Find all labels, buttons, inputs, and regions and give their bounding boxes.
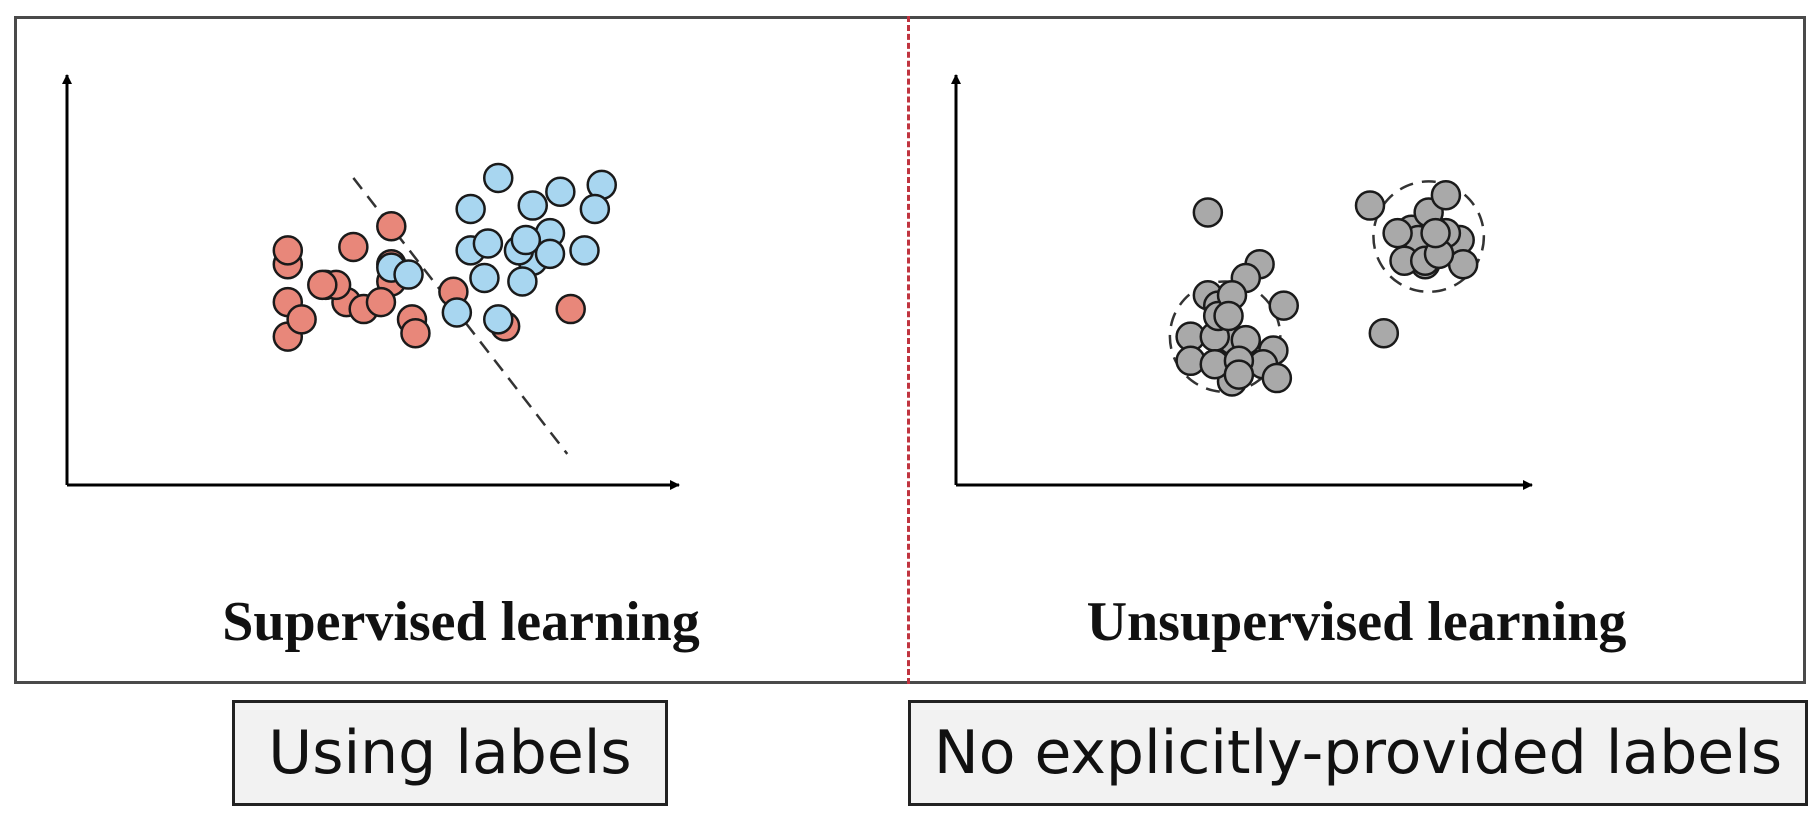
unlabeled-point: [1268, 290, 1299, 321]
no-labels-box: No explicitly-provided labels: [908, 700, 1808, 806]
class-a-point: [555, 293, 586, 325]
class-b-point: [483, 304, 514, 335]
supervised-panel: [62, 74, 680, 490]
class-b-point: [510, 224, 542, 256]
class-a-point: [376, 211, 407, 242]
class-a-point: [365, 286, 397, 318]
using-labels-box: Using labels: [232, 700, 668, 806]
unlabeled-point: [1192, 197, 1224, 228]
class-b-point: [579, 193, 611, 225]
unlabeled-point: [1213, 300, 1244, 332]
panel-divider: [907, 16, 910, 684]
class-a-point: [286, 304, 317, 335]
class-b-point: [441, 297, 473, 328]
cluster-outline: [1372, 180, 1486, 294]
class-b-point: [483, 162, 514, 194]
figure-frame: [14, 16, 1806, 684]
class-b-point: [545, 176, 576, 207]
class-a-point: [400, 317, 431, 349]
class-b-point: [472, 228, 504, 259]
class-b-point: [393, 259, 424, 290]
unlabeled-point: [1354, 190, 1386, 221]
unlabeled-point: [1382, 217, 1413, 249]
unlabeled-point: [1430, 179, 1462, 211]
supervised-caption: Supervised learning: [222, 591, 700, 653]
class-b-point: [569, 235, 600, 266]
class-a-point: [338, 231, 369, 263]
class-a-point: [307, 269, 338, 301]
class-b-point: [455, 193, 486, 225]
class-a-point: [272, 235, 304, 266]
unlabeled-point: [1368, 317, 1400, 349]
class-b-point: [469, 262, 500, 294]
unsupervised-panel: [951, 74, 1533, 490]
class-b-point: [517, 190, 548, 221]
unlabeled-point: [1420, 217, 1451, 249]
cluster-outline: [1168, 280, 1282, 394]
unlabeled-point: [1261, 362, 1293, 394]
unsupervised-caption: Unsupervised learning: [1086, 591, 1627, 653]
class-b-point: [507, 266, 538, 297]
class-b-point: [534, 238, 566, 270]
unlabeled-point: [1223, 359, 1255, 390]
